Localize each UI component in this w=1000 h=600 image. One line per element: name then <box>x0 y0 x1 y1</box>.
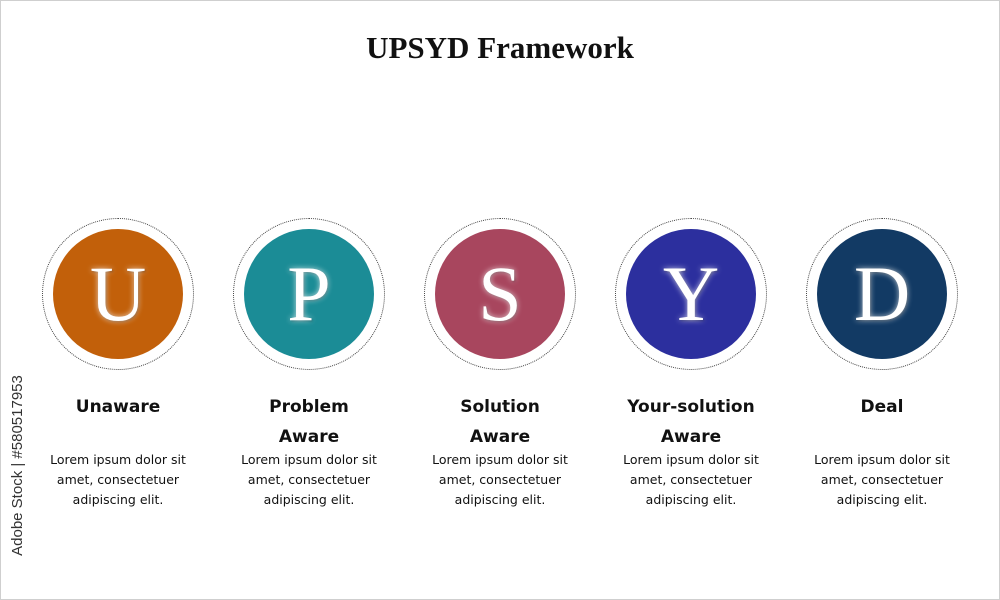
step-description: Lorem ipsum dolor sit amet, consectetuer… <box>30 450 206 510</box>
step-label-line: Solution <box>460 397 540 417</box>
step-desc-line: amet, consectetuer <box>247 472 371 487</box>
letter-circle: Y <box>626 229 756 359</box>
step-description: Lorem ipsum dolor sit amet, consectetuer… <box>221 450 397 510</box>
step-description: Lorem ipsum dolor sit amet, consectetuer… <box>412 450 588 510</box>
step-letter: P <box>287 250 331 337</box>
step-desc-line: Lorem ipsum dolor sit <box>623 452 759 467</box>
dotted-ring <box>806 218 958 370</box>
step-label: Your-solution Aware <box>603 392 779 452</box>
step-letter: Y <box>662 250 720 337</box>
step-description: Lorem ipsum dolor sit amet, consectetuer… <box>794 450 970 510</box>
dotted-ring <box>42 218 194 370</box>
step-desc-line: Lorem ipsum dolor sit <box>814 452 950 467</box>
step-label-line: Your-solution <box>627 397 755 417</box>
step-desc-line: Lorem ipsum dolor sit <box>50 452 186 467</box>
letter-circle: D <box>817 229 947 359</box>
step-desc-line: Lorem ipsum dolor sit <box>241 452 377 467</box>
step-desc-line: amet, consectetuer <box>629 472 753 487</box>
step-label: Deal <box>794 392 970 422</box>
step-desc-line: Lorem ipsum dolor sit <box>432 452 568 467</box>
step-desc-line: adipiscing elit. <box>263 492 355 507</box>
letter-circle: U <box>53 229 183 359</box>
step-label-line: Aware <box>469 427 531 447</box>
diagram-title: UPSYD Framework <box>366 30 634 65</box>
step-label-line: Unaware <box>75 397 161 417</box>
step-desc-line: adipiscing elit. <box>72 492 164 507</box>
step-desc-line: amet, consectetuer <box>56 472 180 487</box>
step-label: Problem Aware <box>221 392 397 452</box>
step-desc-line: amet, consectetuer <box>820 472 944 487</box>
step-desc-line: adipiscing elit. <box>454 492 546 507</box>
step-desc-line: adipiscing elit. <box>836 492 928 507</box>
step-label-line: Aware <box>660 427 722 447</box>
letter-circle: P <box>244 229 374 359</box>
watermark-text: Adobe Stock | #580517953 <box>8 374 26 556</box>
stock-watermark: Adobe Stock | #580517953 <box>4 340 30 590</box>
dotted-ring <box>233 218 385 370</box>
dotted-ring <box>615 218 767 370</box>
step-label: Unaware <box>30 392 206 422</box>
step-label: Solution Aware <box>412 392 588 452</box>
dotted-ring <box>424 218 576 370</box>
step-letter: S <box>478 250 522 337</box>
step-label-line: Problem <box>269 397 349 417</box>
step-description: Lorem ipsum dolor sit amet, consectetuer… <box>603 450 779 510</box>
step-desc-line: amet, consectetuer <box>438 472 562 487</box>
letter-circle: S <box>435 229 565 359</box>
step-letter: U <box>89 250 147 337</box>
step-label-line: Aware <box>278 427 340 447</box>
step-letter: D <box>853 250 911 337</box>
step-desc-line: adipiscing elit. <box>645 492 737 507</box>
step-label-line: Deal <box>860 397 904 417</box>
